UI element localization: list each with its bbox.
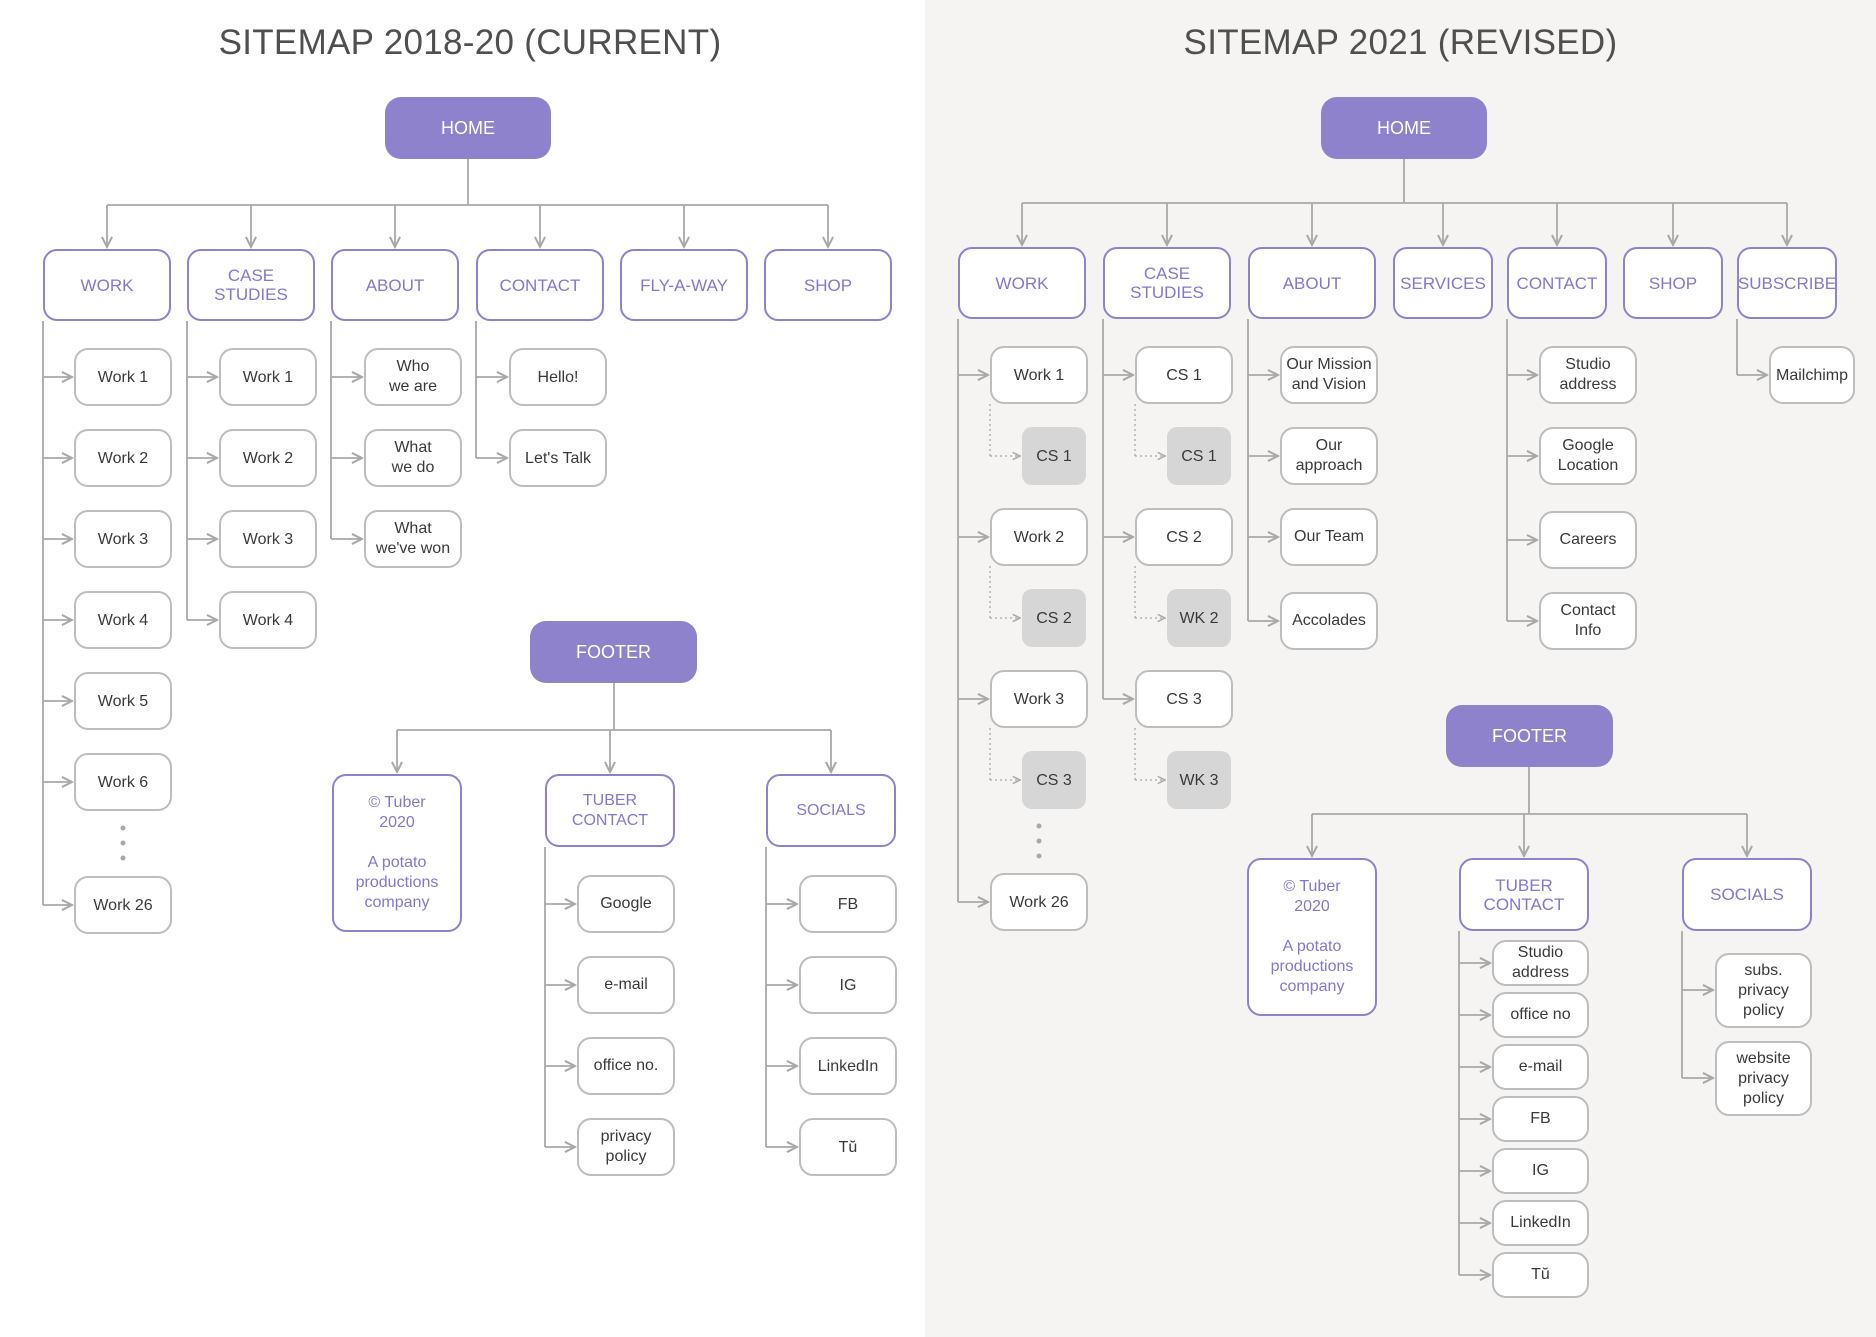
- page-node: Work 4: [74, 591, 172, 649]
- revised-sitemap-title: SITEMAP 2021 (REVISED): [1183, 23, 1618, 62]
- page-node: Work 3: [74, 510, 172, 568]
- section-node: ABOUT: [331, 249, 459, 321]
- footer-page-node: IG: [799, 956, 897, 1014]
- footer-page-node: Studio address: [1492, 940, 1589, 986]
- page-node: CS 2: [1135, 508, 1233, 566]
- section-node: SUBSCRIBE: [1737, 247, 1837, 319]
- footer-page-node: privacy policy: [577, 1118, 675, 1176]
- footer-page-node: office no: [1492, 992, 1589, 1038]
- footer-section-node: SOCIALS: [1682, 858, 1812, 931]
- page-node: Contact Info: [1539, 592, 1637, 650]
- revised-panel-background: [925, 0, 1876, 1337]
- footer-page-node: Tŭ: [1492, 1252, 1589, 1298]
- section-node: CONTACT: [1507, 247, 1607, 319]
- page-node: Work 3: [990, 670, 1088, 728]
- page-node: Work 1: [990, 346, 1088, 404]
- page-node: Our Team: [1280, 508, 1378, 566]
- section-node: CASE STUDIES: [1103, 247, 1231, 319]
- page-node: Work 2: [990, 508, 1088, 566]
- page-node: Work 26: [990, 873, 1088, 931]
- page-node: CS 1: [1135, 346, 1233, 404]
- page-node: Accolades: [1280, 592, 1378, 650]
- page-node: Google Location: [1539, 427, 1637, 485]
- footer-section-node: TUBER CONTACT: [1459, 858, 1589, 931]
- dependent-page-node: WK 3: [1167, 751, 1231, 809]
- page-node: What we've won: [364, 510, 462, 568]
- footer-page-node: LinkedIn: [1492, 1200, 1589, 1246]
- page-node: What we do: [364, 429, 462, 487]
- page-node: Work 5: [74, 672, 172, 730]
- page-node: Work 26: [74, 876, 172, 934]
- page-node: Mailchimp: [1769, 346, 1855, 404]
- footer-section-node: SOCIALS: [766, 774, 896, 847]
- dependent-page-node: CS 3: [1022, 751, 1086, 809]
- section-node: SHOP: [764, 249, 892, 321]
- section-node: ABOUT: [1248, 247, 1376, 319]
- page-node: Work 2: [219, 429, 317, 487]
- dependent-page-node: CS 2: [1022, 589, 1086, 647]
- page-node: Work 4: [219, 591, 317, 649]
- section-node: WORK: [43, 249, 171, 321]
- footer-page-node: e-mail: [1492, 1044, 1589, 1090]
- footer-page-node: Google: [577, 875, 675, 933]
- footer-section-node: © Tuber 2020 A potato productions compan…: [1247, 858, 1377, 1016]
- page-node: Careers: [1539, 511, 1637, 569]
- page-node: Who we are: [364, 348, 462, 406]
- section-node: FLY-A-WAY: [620, 249, 748, 321]
- ellipsis-dot: [1036, 823, 1042, 829]
- footer-page-node: website privacy policy: [1715, 1041, 1812, 1116]
- page-node: Hello!: [509, 348, 607, 406]
- footer-page-node: FB: [799, 875, 897, 933]
- section-node: SHOP: [1623, 247, 1723, 319]
- ellipsis-dot: [120, 825, 126, 831]
- section-node: CASE STUDIES: [187, 249, 315, 321]
- ellipsis-dot: [120, 840, 126, 846]
- footer-page-node: FB: [1492, 1096, 1589, 1142]
- section-node: SERVICES: [1393, 247, 1493, 319]
- home-node: HOME: [1321, 97, 1487, 159]
- footer-page-node: IG: [1492, 1148, 1589, 1194]
- page-node: Our Mission and Vision: [1280, 346, 1378, 404]
- footer-page-node: office no.: [577, 1037, 675, 1095]
- ellipsis-dot: [120, 855, 126, 861]
- section-node: WORK: [958, 247, 1086, 319]
- current-sitemap-title: SITEMAP 2018-20 (CURRENT): [218, 23, 722, 62]
- footer-page-node: subs. privacy policy: [1715, 953, 1812, 1028]
- page-node: Work 3: [219, 510, 317, 568]
- footer-page-node: Tŭ: [799, 1118, 897, 1176]
- footer-page-node: LinkedIn: [799, 1037, 897, 1095]
- dependent-page-node: CS 1: [1167, 427, 1231, 485]
- dependent-page-node: WK 2: [1167, 589, 1231, 647]
- footer-page-node: e-mail: [577, 956, 675, 1014]
- page-node: Work 6: [74, 753, 172, 811]
- page-node: CS 3: [1135, 670, 1233, 728]
- ellipsis-dot: [1036, 838, 1042, 844]
- page-node: Work 1: [74, 348, 172, 406]
- home-node: HOME: [385, 97, 551, 159]
- page-node: Studio address: [1539, 346, 1637, 404]
- page-node: Work 1: [219, 348, 317, 406]
- section-node: CONTACT: [476, 249, 604, 321]
- footer-section-node: © Tuber 2020 A potato productions compan…: [332, 774, 462, 932]
- ellipsis-dot: [1036, 853, 1042, 859]
- footer-section-node: TUBER CONTACT: [545, 774, 675, 847]
- footer-node: FOOTER: [1446, 705, 1613, 767]
- footer-node: FOOTER: [530, 621, 697, 683]
- page-node: Work 2: [74, 429, 172, 487]
- page-node: Let's Talk: [509, 429, 607, 487]
- dependent-page-node: CS 1: [1022, 427, 1086, 485]
- page-node: Our approach: [1280, 427, 1378, 485]
